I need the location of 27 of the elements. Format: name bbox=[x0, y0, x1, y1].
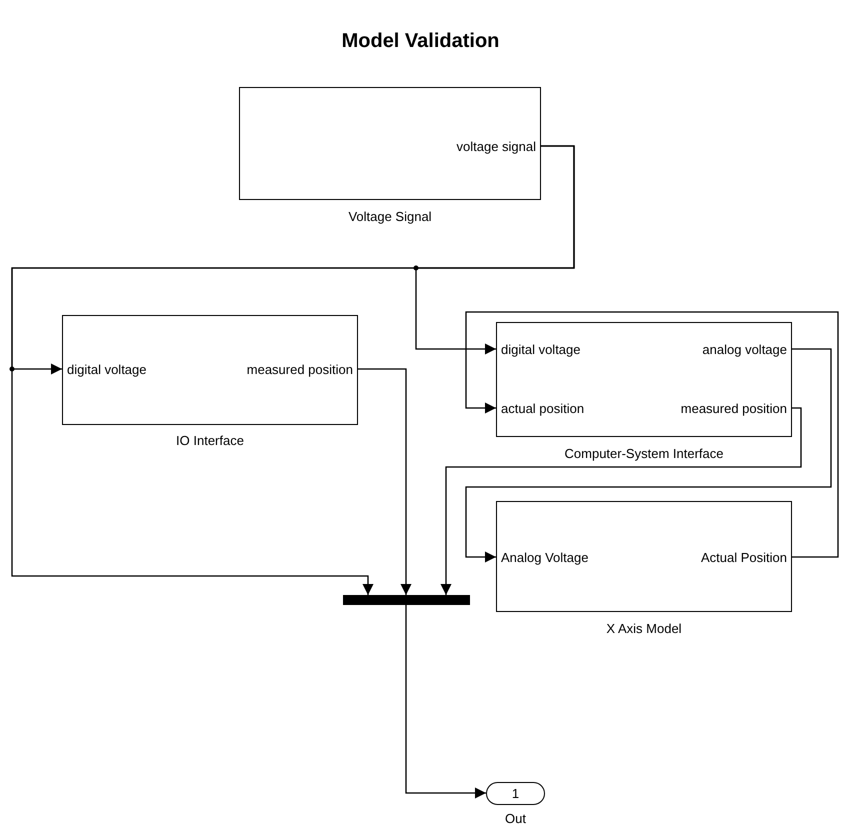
diagram-title: Model Validation bbox=[340, 29, 500, 54]
block-name: X Axis Model bbox=[606, 620, 682, 638]
subsystem-block bbox=[62, 315, 358, 425]
subsystem-block bbox=[239, 87, 541, 200]
signal-line bbox=[358, 368, 412, 595]
signal-line bbox=[405, 605, 486, 798]
signal-line bbox=[11, 145, 575, 595]
port-label: measured position bbox=[680, 400, 787, 418]
signal-line bbox=[465, 311, 839, 558]
block-name: Voltage Signal bbox=[348, 208, 432, 226]
mux-bar bbox=[343, 595, 470, 605]
port-number: 1 bbox=[510, 785, 520, 803]
port-label: measured position bbox=[246, 361, 353, 379]
port-label: analog voltage bbox=[702, 341, 787, 359]
port-label: Analog Voltage bbox=[501, 549, 588, 567]
block-name: IO Interface bbox=[176, 432, 244, 450]
subsystem-block bbox=[496, 501, 792, 612]
port-label: voltage signal bbox=[456, 138, 536, 156]
block-name: Out bbox=[505, 810, 526, 828]
port-label: Actual Position bbox=[701, 549, 787, 567]
signal-line bbox=[465, 348, 832, 562]
block-name: Computer-System Interface bbox=[564, 445, 724, 463]
port-label: actual position bbox=[501, 400, 584, 418]
subsystem-block bbox=[496, 322, 792, 437]
port-label: digital voltage bbox=[67, 361, 146, 379]
port-label: digital voltage bbox=[501, 341, 580, 359]
signal-line bbox=[440, 407, 802, 595]
